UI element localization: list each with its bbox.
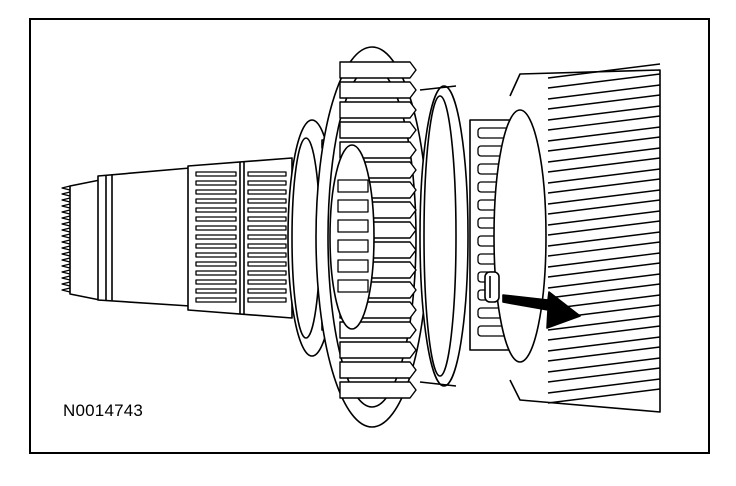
callout-arrow — [502, 291, 581, 329]
synchronizer-hub-splines — [187, 157, 293, 319]
shaft-body — [97, 167, 191, 307]
shaft-spline-end — [61, 179, 101, 301]
retaining-pin — [484, 271, 500, 303]
helical-gear — [493, 63, 661, 413]
thrust-washer — [419, 85, 469, 387]
large-dog-gear — [315, 46, 429, 428]
figure-id-label: N0014743 — [63, 401, 144, 420]
